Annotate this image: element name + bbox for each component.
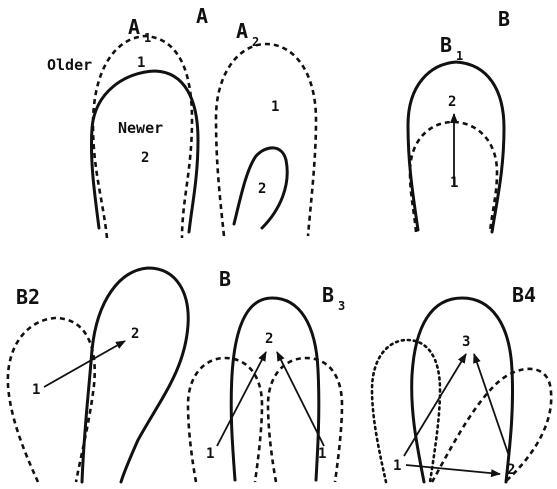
a1-older-number: 1 — [137, 55, 145, 71]
b4-top-number: 3 — [462, 334, 470, 350]
panel-b4: B4 3 1 2 — [372, 283, 551, 482]
panel-b3-subscript: 3 — [338, 299, 345, 313]
panel-a: A A 1 Older 1 Newer 2 A 2 1 2 — [47, 4, 316, 238]
panel-a1-subscript: 1 — [144, 31, 151, 45]
panel-b: B B 1 2 1 — [408, 7, 510, 232]
panel-b3: B 3 2 1 1 — [188, 283, 345, 482]
b2-arrow — [44, 341, 125, 387]
b1-to-number: 2 — [448, 94, 456, 110]
panel-a1: A 1 Older 1 Newer 2 — [47, 15, 198, 238]
panel-b2: B2 1 2 — [8, 268, 188, 482]
b1-from-number: 1 — [450, 175, 458, 191]
panel-b1-label: B — [440, 33, 452, 57]
b2-from-number: 1 — [32, 382, 40, 398]
b3-left-arrow — [217, 352, 266, 446]
panel-a2-label: A — [236, 19, 248, 43]
a1-older-label: Older — [47, 56, 92, 74]
b3-right-older-outline — [268, 358, 342, 482]
b2-older-outline — [8, 318, 95, 482]
b4-left-number: 1 — [393, 458, 401, 474]
a2-inner-number: 2 — [258, 181, 266, 197]
panel-a2: A 2 1 2 — [216, 19, 316, 236]
panel-b-lower-title: B — [219, 267, 231, 291]
b2-newer-outline — [82, 268, 188, 482]
b3-left-older-outline — [188, 358, 262, 482]
panel-b3-label: B — [322, 283, 334, 307]
b1-newer-outline — [408, 62, 504, 232]
b4-right-number: 2 — [507, 462, 515, 478]
b4-right-older-outline — [432, 369, 551, 482]
panel-b1: B 1 2 1 — [408, 33, 504, 232]
b3-right-number: 1 — [318, 446, 326, 462]
panel-b-lower: B B2 1 2 B 3 2 1 1 B4 — [8, 267, 551, 482]
a2-outer-number: 1 — [271, 99, 279, 115]
a1-newer-label: Newer — [118, 119, 163, 137]
panel-a-title: A — [196, 4, 208, 28]
b4-left-older-outline — [372, 340, 440, 482]
a1-newer-number: 2 — [141, 150, 149, 166]
b4-newer-outline — [412, 298, 513, 482]
panel-b-title: B — [498, 7, 510, 31]
b3-top-number: 2 — [265, 331, 273, 347]
b3-newer-outline — [231, 298, 319, 480]
b3-left-number: 1 — [206, 446, 214, 462]
b2-to-number: 2 — [131, 326, 139, 342]
panel-a1-label: A — [128, 15, 140, 39]
panel-b2-label: B2 — [16, 285, 40, 309]
panel-b4-label: B4 — [512, 283, 536, 307]
a2-older-outline — [216, 44, 316, 236]
panel-a2-subscript: 2 — [252, 35, 259, 49]
